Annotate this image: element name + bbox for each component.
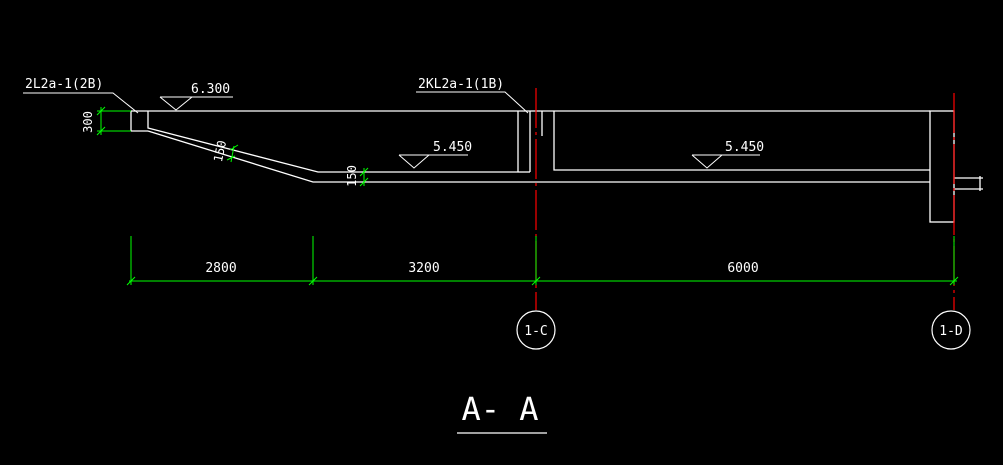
elev-mid-triangle [398, 154, 430, 169]
dimension-span-2: 3200 [408, 261, 439, 276]
axis-label-d: 1-D [939, 324, 963, 339]
dimension-thickness-150-b: 150 [345, 165, 359, 187]
right-slab-inner [553, 111, 930, 171]
right-column [929, 110, 955, 223]
axis-bubbles [516, 310, 971, 350]
elevation-top: 6.300 [191, 82, 230, 97]
section-title: A- A [461, 390, 538, 428]
dim-300-tick-bottom [96, 126, 106, 136]
elevation-right: 5.450 [725, 140, 764, 155]
dim-150a-line [230, 145, 235, 163]
leader-beam-left [23, 92, 139, 114]
dimension-height-300: 300 [81, 111, 95, 133]
dimension-thickness-150-a: 150 [211, 139, 229, 163]
dimension-span-3: 6000 [727, 261, 758, 276]
beam-label-mid: 2KL2a-1(1B) [418, 77, 504, 92]
dim-tick-4 [949, 276, 959, 286]
section-outline [130, 110, 983, 223]
elevation-symbols [159, 96, 760, 169]
beam-label-leaders [23, 91, 529, 114]
dim-150b-tick-1 [359, 167, 369, 177]
axis-bubble-d [931, 310, 971, 350]
dim-150a-tick-2 [226, 155, 236, 161]
axis-label-c: 1-C [524, 324, 547, 339]
dim-tick-1 [126, 276, 136, 286]
dim-150b-tick-2 [359, 177, 369, 187]
axis-bubble-c [516, 310, 556, 350]
dimension-lines [96, 106, 959, 286]
elevation-mid: 5.450 [433, 140, 472, 155]
elev-top-triangle [159, 96, 193, 111]
elev-right-triangle [691, 154, 723, 169]
slope-lower-line [147, 130, 930, 183]
dim-tick-3 [531, 276, 541, 286]
dimension-span-1: 2800 [205, 261, 236, 276]
dim-300-tick-top [96, 106, 106, 116]
dim-tick-2 [308, 276, 318, 286]
dim-150a-tick-1 [229, 144, 239, 151]
leader-beam-mid [416, 91, 529, 114]
beam-label-left: 2L2a-1(2B) [25, 77, 103, 92]
axis-lines [535, 88, 955, 310]
